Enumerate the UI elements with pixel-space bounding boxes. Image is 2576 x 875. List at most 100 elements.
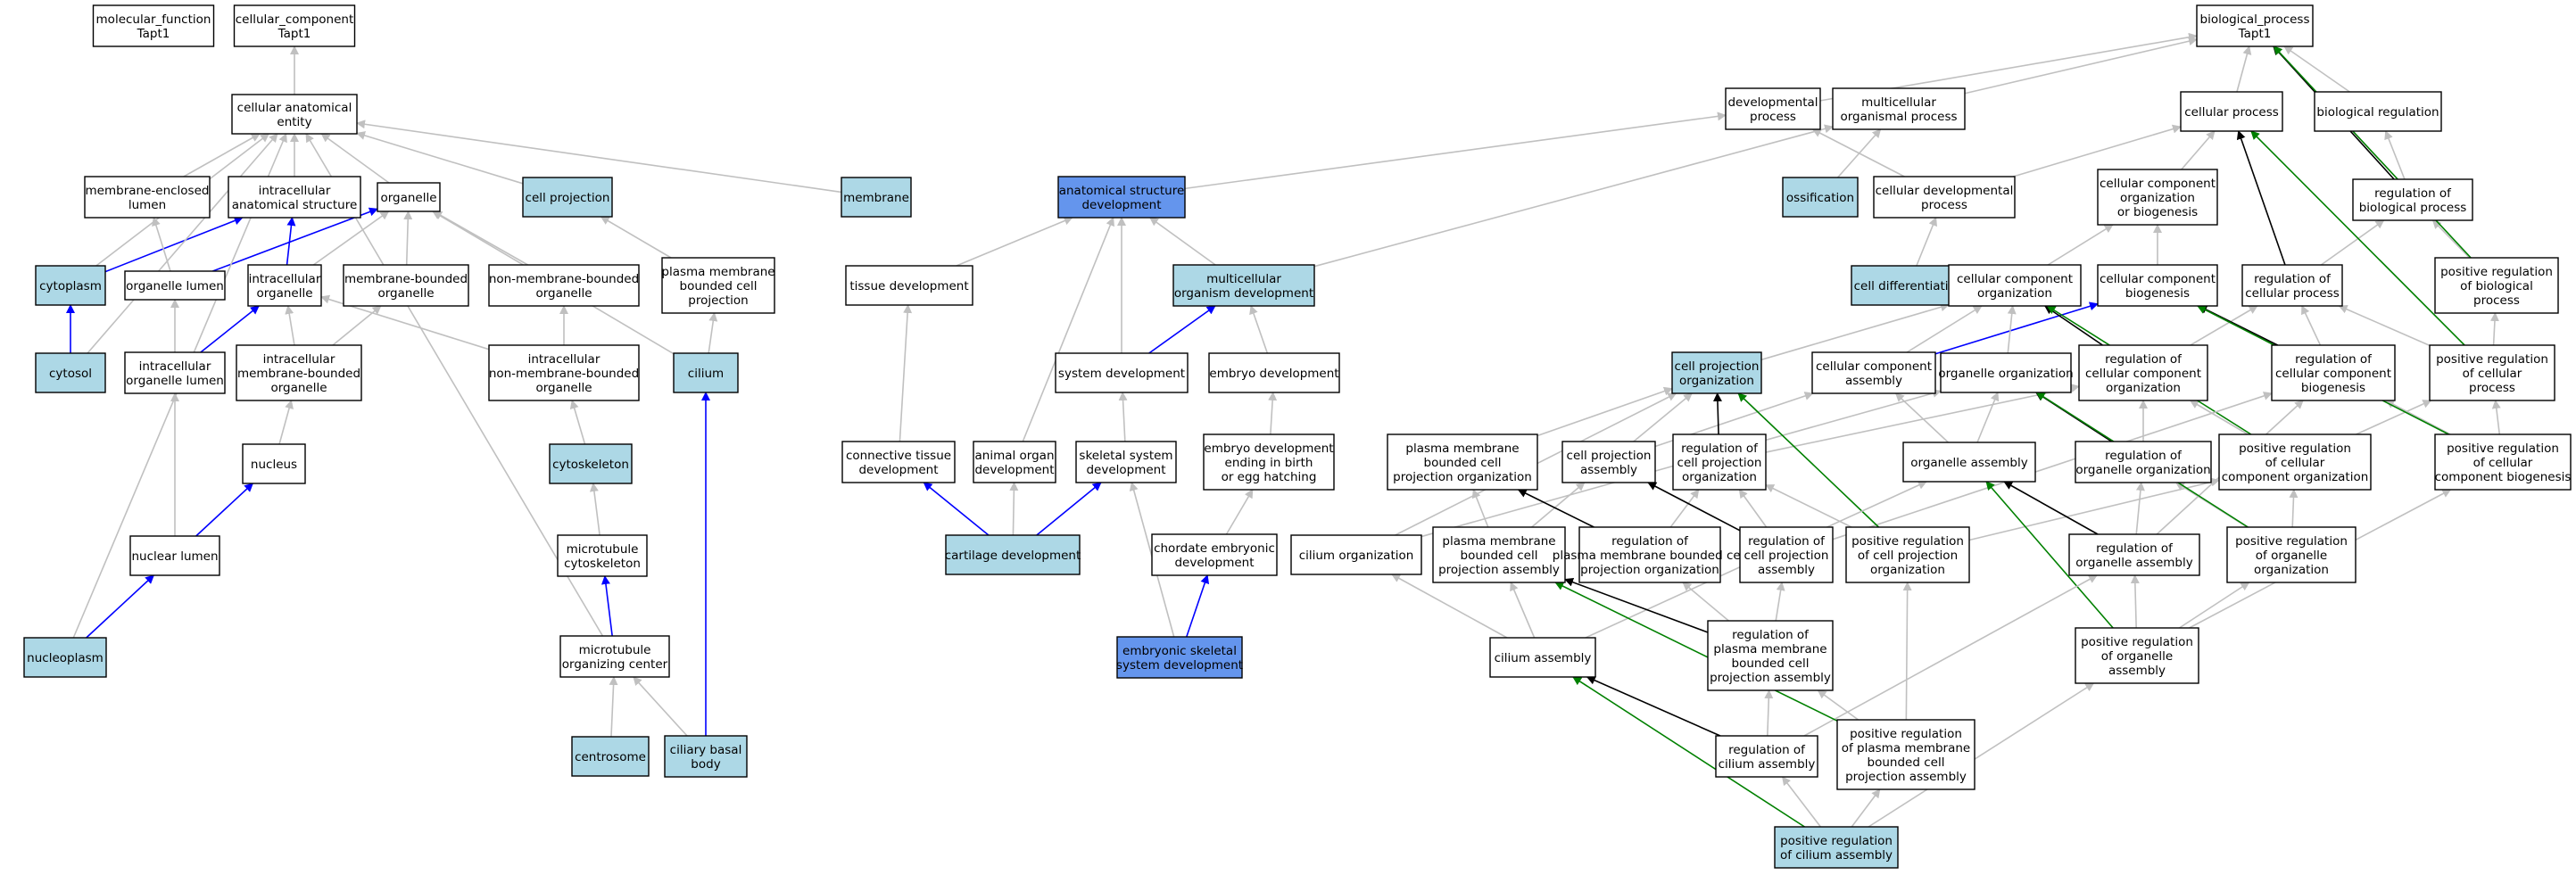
go-term-node-org[interactable]: organelle: [377, 182, 441, 212]
go-term-node-cdiff[interactable]: cell differentiation: [1851, 265, 1967, 306]
go-term-node-cd[interactable]: cartilage development: [945, 534, 1081, 575]
go-term-node-oss[interactable]: ossification: [1782, 177, 1859, 218]
edge-is-a-ced-to-edeb: [1225, 489, 1254, 535]
node-label-line: cell projection: [1675, 359, 1760, 374]
go-term-node-cila[interactable]: cilium assembly: [1489, 637, 1596, 678]
go-term-node-nuc[interactable]: nucleus: [242, 443, 306, 484]
go-term-node-td[interactable]: tissue development: [845, 265, 973, 306]
go-term-node-nl[interactable]: nuclear lumen: [129, 535, 220, 576]
edge-is-a-cil-to-pmbcp: [708, 312, 718, 354]
go-term-node-mem[interactable]: membrane: [841, 177, 912, 218]
go-term-node-inmbo[interactable]: intracellularnon-membrane-boundedorganel…: [488, 344, 640, 401]
node-box: [1873, 176, 2016, 219]
go-term-node-br[interactable]: biological regulation: [2314, 91, 2442, 132]
go-term-node-cyt[interactable]: cytoplasm: [35, 265, 106, 306]
node-box: [557, 534, 648, 577]
go-term-node-cp[interactable]: cellular process: [2180, 91, 2283, 132]
node-box: [1725, 87, 1821, 130]
node-label-line: Tapt1: [137, 27, 170, 41]
node-label-line: process: [1750, 110, 1796, 124]
go-term-node-csk[interactable]: cytoskeleton: [549, 443, 633, 484]
go-term-node-cytsol[interactable]: cytosol: [35, 352, 106, 393]
go-term-node-orl[interactable]: organelle lumen: [124, 270, 226, 301]
node-label-line: embryonic skeletal: [1122, 644, 1237, 658]
node-label-line: cellular component: [2100, 177, 2216, 191]
go-term-node-cilo[interactable]: cilium organization: [1290, 534, 1422, 575]
go-term-node-ed[interactable]: embryo development: [1208, 352, 1340, 393]
go-term-node-cil[interactable]: cilium: [673, 352, 739, 393]
go-term-node-cpj[interactable]: cell projection: [522, 177, 613, 218]
node-label-line: of plasma membrane: [1842, 741, 1971, 755]
go-term-node-cen[interactable]: centrosome: [571, 736, 650, 777]
node-box: [841, 177, 912, 218]
node-label-line: organelle: [270, 381, 327, 395]
edge-is-a-edeb-to-ed: [1268, 392, 1278, 435]
go-term-node-oo[interactable]: organelle organization: [1938, 352, 2074, 393]
node-label-line: component organization: [2222, 470, 2369, 484]
go-term-node-np[interactable]: nucleoplasm: [23, 637, 107, 678]
go-term-node-oa[interactable]: organelle assembly: [1902, 442, 2036, 483]
node-label-line: projection assembly: [1710, 671, 1831, 685]
node-label-line: membrane-bounded: [237, 367, 360, 381]
go-term-node-sd[interactable]: system development: [1055, 352, 1189, 393]
node-label-line: cellular process: [2245, 286, 2340, 301]
edge-is-a-rcpa-to-rccb: [1832, 392, 2273, 541]
node-label-line: of organelle: [2256, 549, 2327, 563]
edge-is-a-rpmbcpo-to-rcpo: [1669, 489, 1700, 528]
